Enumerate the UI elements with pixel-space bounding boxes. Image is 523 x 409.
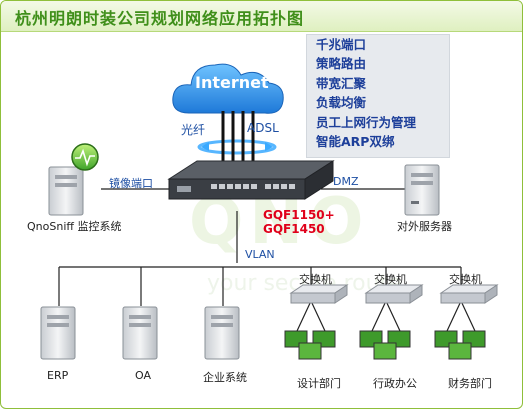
title-bar [1,1,522,32]
switch-label: 交换机 [299,273,332,286]
feature-item: 带宽汇聚 [316,75,367,91]
department-label: 设计部门 [297,377,341,390]
links [58,188,476,332]
switch-icon-3 [439,284,499,304]
internet-cloud-icon [172,63,284,114]
monitor-server-icon [48,143,99,216]
adsl-label: ADSL [247,121,279,135]
switch-label: 交换机 [449,273,482,286]
uplink-cables [221,111,255,165]
uplink-ring-icon [197,139,277,155]
switch-label: 交换机 [374,273,407,286]
router-icon [167,160,335,200]
finance-dept-pcs-icon [434,330,486,360]
erp-server-icon [40,306,76,360]
department-label: 行政办公 [373,377,417,390]
mirror-port-label: 镜像端口 [109,177,153,190]
feature-item: 千兆端口 [316,37,367,52]
model-label: GQF1450 [263,222,325,236]
fiber-label: 光纤 [181,123,206,137]
feature-item: 策略路由 [316,56,367,72]
monitor-label: QnoSniff 监控系统 [27,220,122,233]
model-label: GQF1150+ [263,208,335,222]
dmz-label: DMZ [333,175,359,188]
feature-item: 负载均衡 [316,95,367,111]
vlan-label: VLAN [245,248,275,261]
switch-icon-1 [289,284,349,304]
department-label: 财务部门 [448,377,492,390]
internet-label: Internet [195,73,269,92]
admin-dept-pcs-icon [359,330,411,360]
oa-server-icon [122,306,158,360]
features-panel: 千兆端口 策略路由 带宽汇聚 负载均衡 员工上网行为管理 智能ARP双绑 [306,34,450,158]
server-label: OA [135,369,151,382]
diagram-title: 杭州明朗时装公司规划网络应用拓扑图 [15,9,305,28]
switch-icon-2 [364,284,424,304]
enterprise-server-icon [204,306,240,360]
external-server-label: 对外服务器 [397,220,452,233]
design-dept-pcs-icon [284,330,336,360]
external-server-icon [404,164,440,216]
server-label: 企业系统 [203,371,247,384]
feature-item: 员工上网行为管理 [316,114,417,130]
server-label: ERP [47,369,69,382]
feature-item: 智能ARP双绑 [316,134,395,150]
